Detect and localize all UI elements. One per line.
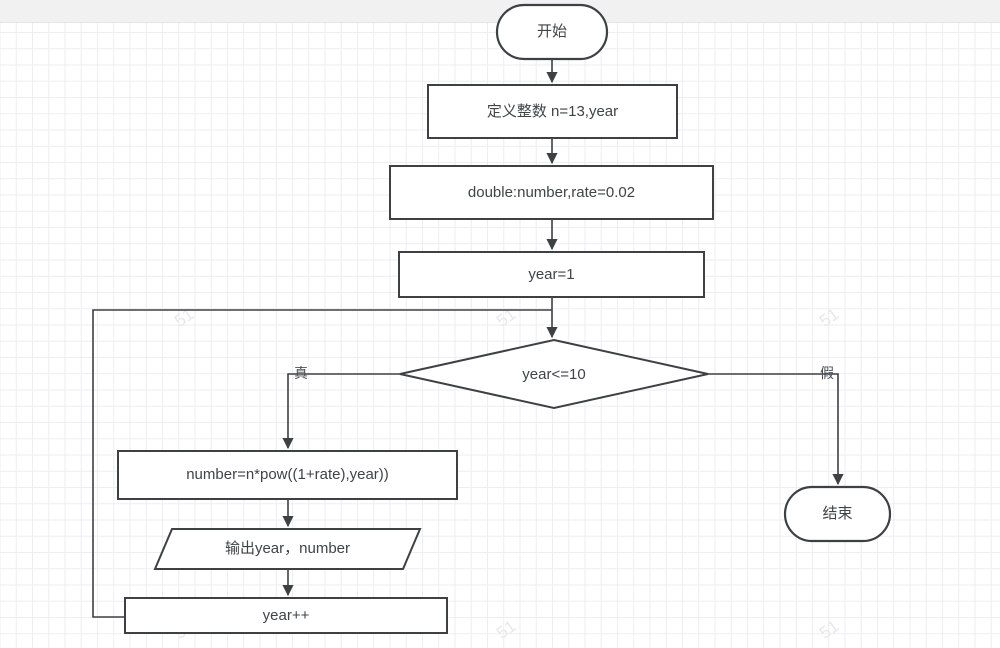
edge-incr-loopback-to-decision bbox=[92, 309, 552, 618]
node-double-shape[interactable] bbox=[389, 165, 714, 220]
edge-label-true: 真 bbox=[294, 365, 308, 381]
node-init-shape[interactable] bbox=[398, 251, 705, 298]
edge-decision-true-to-calc bbox=[282, 373, 400, 450]
node-end-shape[interactable] bbox=[783, 485, 892, 543]
node-output-shape[interactable] bbox=[153, 528, 422, 570]
node-calc-shape[interactable] bbox=[117, 450, 458, 500]
node-decision-shape[interactable] bbox=[399, 338, 709, 410]
edge-decision-false-to-end bbox=[708, 373, 844, 486]
edge-label-false: 假 bbox=[820, 365, 834, 381]
node-start-shape[interactable] bbox=[495, 3, 609, 61]
node-incr-shape[interactable] bbox=[124, 597, 448, 634]
node-declare-shape[interactable] bbox=[427, 84, 678, 139]
